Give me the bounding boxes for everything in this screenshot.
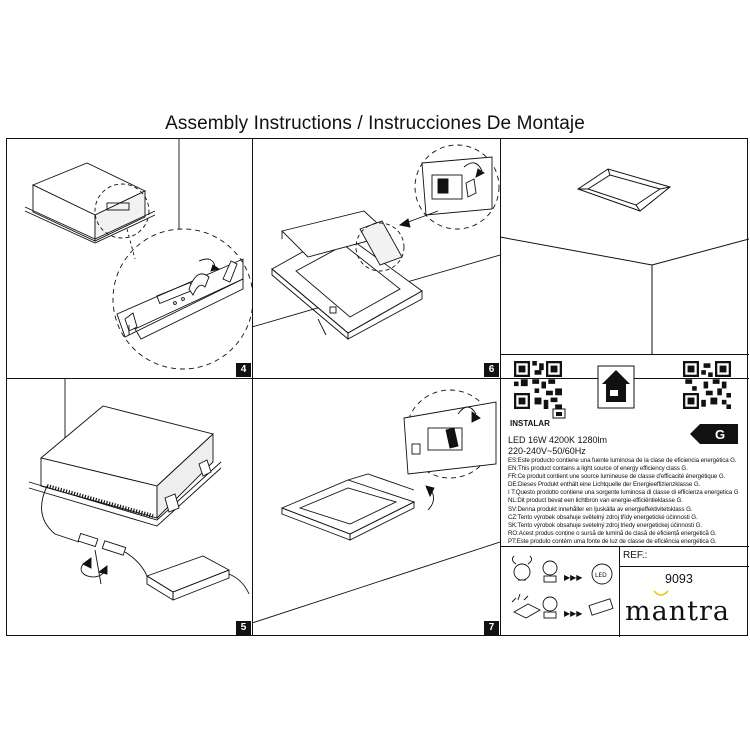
qr-code-icon — [514, 361, 562, 409]
energy-notice: RO:Acest produs conține o sursă de lumin… — [508, 529, 717, 537]
product-info-panel: INSTALAR G LED 16W 4200K 1280lm 220-240V… — [500, 354, 749, 546]
replacement-icons: ▶▶▶ LED ▶▶▶ — [511, 555, 614, 619]
energy-notice: SV:Denna produkt innehåller en ljuskälla… — [508, 505, 693, 513]
lamp-replace-icon — [511, 555, 533, 581]
step-4-illustration — [24, 139, 252, 370]
energy-notice: FR:Ce produit contient une source lumine… — [508, 473, 726, 481]
ref-label: REF.: — [623, 550, 648, 561]
ceiling-view-panel — [500, 139, 749, 354]
energy-label-icon — [690, 424, 738, 444]
energy-notice: I T:Questo prodotto contiene una sorgent… — [508, 489, 739, 497]
step-5-illustration — [28, 378, 250, 601]
energy-notice: ES:Este producto contiene una fuente lum… — [508, 457, 737, 464]
qr-code-icon — [683, 361, 731, 409]
step-6-illustration — [252, 144, 500, 340]
grid-divider — [500, 546, 749, 547]
step-7-illustration — [252, 389, 500, 624]
step-7-panel: 7 — [252, 378, 500, 637]
step-6-panel: 6 — [252, 139, 500, 378]
step-number-badge: 4 — [236, 363, 251, 377]
energy-notice: EN:This product contains a light source … — [508, 465, 688, 473]
instruction-sheet: 4 — [6, 138, 749, 637]
divider — [619, 566, 749, 567]
energy-notice: SK:Tento výrobok obsahuje svetelný zdroj… — [508, 521, 702, 529]
scan-icon — [552, 408, 566, 419]
svg-text:▶▶▶: ▶▶▶ — [564, 573, 583, 582]
spec-voltage: 220-240V~50/60Hz — [508, 446, 586, 456]
step-5-panel: 5 — [7, 378, 252, 637]
energy-notice: NL:Dit product bevat een lichtbron van e… — [508, 497, 683, 505]
brand-accent-icon — [653, 590, 669, 596]
page-title: Assembly Instructions / Instrucciones De… — [165, 113, 585, 134]
person-icon — [542, 596, 558, 619]
energy-notice: PT:Este produto contém uma fonte de luz … — [508, 537, 717, 545]
step-number-badge: 5 — [236, 621, 251, 635]
energy-notice: DE:Dieses Produkt enthält eine Lichtquel… — [508, 481, 701, 489]
step-4-panel: 4 — [7, 139, 252, 378]
person-icon — [542, 560, 558, 583]
grid-divider — [500, 139, 501, 635]
step-number-badge: 6 — [484, 363, 499, 377]
ref-value: 9093 — [665, 572, 693, 586]
grid-divider — [7, 378, 749, 379]
driver-replace-icon — [511, 593, 541, 619]
driver-icon — [588, 598, 614, 616]
grid-divider — [619, 546, 620, 637]
svg-text:LED: LED — [595, 572, 607, 579]
svg-text:▶▶▶: ▶▶▶ — [564, 609, 583, 618]
energy-class: G — [714, 427, 726, 442]
house-install-icon — [597, 365, 635, 409]
led-module-icon: LED — [591, 563, 613, 585]
spec-power: LED 16W 4200K 1280lm — [508, 435, 608, 445]
ref-brand-panel: ▶▶▶ LED ▶▶▶ REF.: 9093 — [500, 546, 749, 637]
energy-notice: CZ:Tento výrobek obsahuje světelný zdroj… — [508, 513, 698, 521]
install-label: INSTALAR — [510, 419, 550, 428]
step-number-badge: 7 — [484, 621, 499, 635]
grid-divider — [500, 354, 749, 355]
grid-divider — [252, 139, 253, 635]
energy-notice-list: ES:Este producto contiene una fuente lum… — [508, 457, 739, 546]
ceiling-illustration — [500, 168, 749, 354]
